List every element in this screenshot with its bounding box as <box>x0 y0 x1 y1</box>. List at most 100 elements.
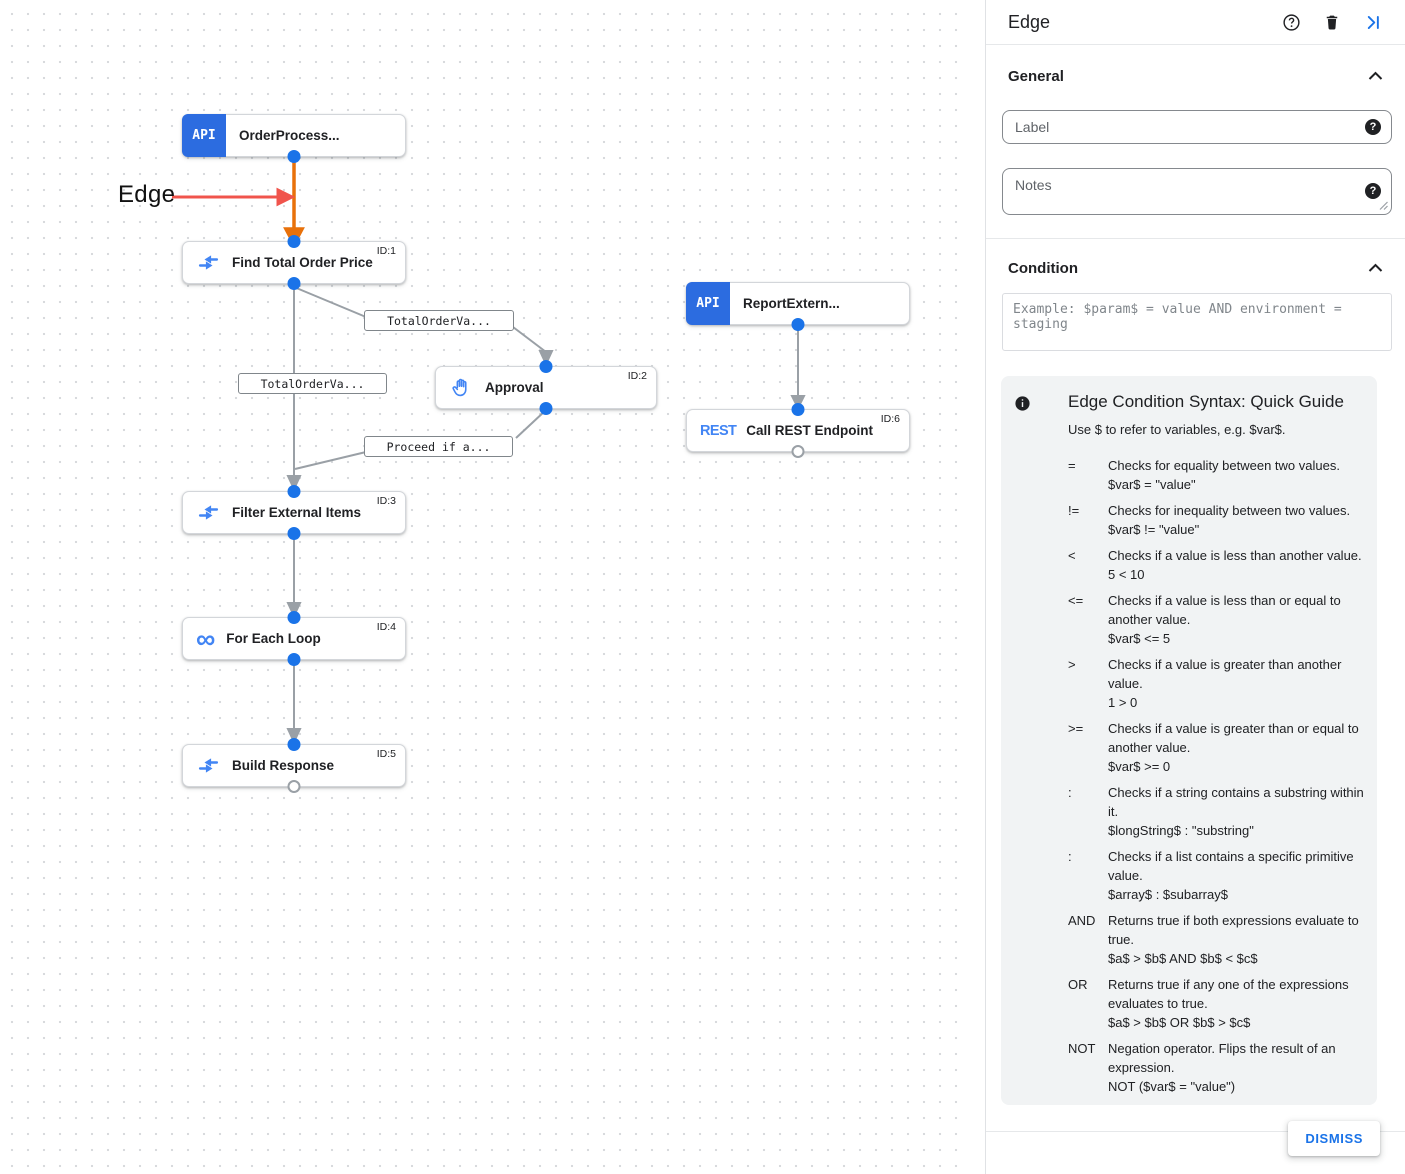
edge-find-to-filter-arrow <box>286 475 302 492</box>
guide-desc: Checks if a string contains a substring … <box>1108 785 1364 819</box>
guide-example: 1 > 0 <box>1108 695 1138 710</box>
delete-icon[interactable] <box>1322 12 1342 32</box>
node-trigger-orderprocess[interactable]: API OrderProcess... <box>182 114 406 163</box>
edge-filter-to-foreach-arrow <box>286 602 302 619</box>
help-filled-icon[interactable]: ? <box>1365 183 1381 199</box>
port-in[interactable] <box>287 611 301 624</box>
guide-desc: Checks if a value is greater than or equ… <box>1108 721 1359 755</box>
help-filled-icon[interactable]: ? <box>1365 119 1381 135</box>
data-mapping-icon <box>196 251 220 274</box>
guide-example: $var$ = "value" <box>1108 477 1196 492</box>
node-title: Filter External Items <box>232 505 362 520</box>
node-find-total-order-price[interactable]: Find Total Order Price ID:1 <box>182 235 406 290</box>
guide-operator: > <box>1068 657 1076 672</box>
edges-layer <box>172 158 806 745</box>
guide-example: $longString$ : "substring" <box>1108 823 1254 838</box>
guide-desc: Returns true if both expressions evaluat… <box>1108 913 1359 947</box>
guide-operator: NOT <box>1068 1041 1096 1056</box>
panel-header: Edge <box>986 0 1405 45</box>
edge-approval-to-filter-2[interactable] <box>294 451 367 470</box>
edge-condition-label[interactable]: TotalOrderVa... <box>364 310 514 331</box>
guide-example: $var$ >= 0 <box>1108 759 1171 774</box>
general-section-title: General <box>1008 67 1064 85</box>
node-trigger-reportextern[interactable]: API ReportExtern... <box>686 282 910 331</box>
guide-row: != Checks for inequality between two val… <box>1068 501 1370 539</box>
edge-find-to-approval-2[interactable] <box>512 326 547 353</box>
port-out[interactable] <box>287 150 301 163</box>
collapse-panel-icon[interactable] <box>1363 12 1383 32</box>
edge-approval-to-filter-1[interactable] <box>515 409 547 439</box>
guide-operator: : <box>1068 849 1072 864</box>
dismiss-button[interactable]: DISMISS <box>1288 1121 1380 1156</box>
guide-example: $a$ > $b$ AND $b$ < $c$ <box>1108 951 1258 966</box>
panel-title: Edge <box>1008 11 1051 32</box>
help-icon[interactable] <box>1281 12 1301 32</box>
node-for-each-loop[interactable]: ∞ For Each Loop ID:4 <box>182 611 406 666</box>
guide-row: > Checks if a value is greater than anot… <box>1068 655 1370 712</box>
node-id: ID:5 <box>376 748 396 760</box>
guide-row: >= Checks if a value is greater than or … <box>1068 719 1370 776</box>
rest-icon: REST <box>700 422 737 439</box>
port-out[interactable] <box>539 402 553 415</box>
node-build-response[interactable]: Build Response ID:5 <box>182 738 406 793</box>
section-divider <box>986 238 1405 239</box>
guide-row: NOT Negation operator. Flips the result … <box>1068 1039 1370 1096</box>
port-in[interactable] <box>287 485 301 498</box>
edge-find-to-approval-arrow <box>538 350 554 367</box>
port-out[interactable] <box>287 653 301 666</box>
guide-operator: != <box>1068 503 1080 518</box>
chevron-up-icon[interactable] <box>1365 66 1385 86</box>
node-title: ReportExtern... <box>743 296 840 311</box>
edge-find-to-approval-1[interactable] <box>293 286 367 318</box>
footer-divider <box>986 1131 1405 1132</box>
port-out[interactable] <box>287 277 301 290</box>
guide-operator: >= <box>1068 721 1084 736</box>
guide-intro: Use $ to refer to variables, e.g. $var$. <box>1068 422 1286 437</box>
guide-row: OR Returns true if any one of the expres… <box>1068 975 1370 1032</box>
notes-input[interactable] <box>1002 168 1392 215</box>
port-in[interactable] <box>539 360 553 373</box>
condition-field <box>1002 293 1392 356</box>
guide-row: = Checks for equality between two values… <box>1068 456 1370 494</box>
label-input[interactable] <box>1002 110 1392 144</box>
port-in[interactable] <box>287 235 301 248</box>
edge-condition-quick-guide: Edge Condition Syntax: Quick Guide Use $… <box>1001 376 1377 1105</box>
port-out[interactable] <box>287 527 301 540</box>
label-field: ? <box>1002 110 1392 144</box>
port-out-unconnected[interactable] <box>287 780 301 793</box>
guide-operator: < <box>1068 548 1076 563</box>
guide-example: 5 < 10 <box>1108 567 1145 582</box>
condition-input[interactable] <box>1002 293 1392 351</box>
guide-row: AND Returns true if both expressions eva… <box>1068 911 1370 968</box>
node-filter-external-items[interactable]: Filter External Items ID:3 <box>182 485 406 540</box>
annotation-arrow-head <box>276 187 296 207</box>
edge-condition-label[interactable]: Proceed if a... <box>364 436 513 457</box>
node-approval[interactable]: Approval ID:2 <box>435 360 657 415</box>
node-id: ID:3 <box>376 495 396 507</box>
edge-condition-label[interactable]: TotalOrderVa... <box>238 373 387 394</box>
guide-example: NOT ($var$ = "value") <box>1108 1079 1236 1094</box>
guide-example: $var$ <= 5 <box>1108 631 1171 646</box>
condition-section-header[interactable]: Condition <box>1008 258 1385 278</box>
resize-handle-icon[interactable] <box>1379 197 1388 215</box>
port-out-unconnected[interactable] <box>791 445 805 458</box>
node-title: Build Response <box>232 758 335 773</box>
port-in[interactable] <box>791 403 805 416</box>
port-in[interactable] <box>287 738 301 751</box>
node-call-rest-endpoint[interactable]: REST Call REST Endpoint ID:6 <box>686 403 910 458</box>
guide-example: $array$ : $subarray$ <box>1108 887 1228 902</box>
node-title: OrderProcess... <box>239 128 340 143</box>
workflow-canvas[interactable]: Edge API OrderProcess... Find Total Orde… <box>0 0 963 1174</box>
general-section-header[interactable]: General <box>1008 66 1385 86</box>
guide-row: : Checks if a string contains a substrin… <box>1068 783 1370 840</box>
guide-desc: Checks if a value is less than another v… <box>1108 548 1362 563</box>
guide-example: $a$ > $b$ OR $b$ > $c$ <box>1108 1015 1251 1030</box>
approval-hand-icon <box>449 377 473 399</box>
edge-report-to-rest-arrow <box>790 395 806 411</box>
guide-desc: Checks for equality between two values. <box>1108 458 1340 473</box>
guide-desc: Checks for inequality between two values… <box>1108 503 1351 518</box>
guide-operator: <= <box>1068 593 1084 608</box>
port-out[interactable] <box>791 318 805 331</box>
chevron-up-icon[interactable] <box>1365 258 1385 278</box>
edge-foreach-to-build-arrow <box>286 728 302 745</box>
